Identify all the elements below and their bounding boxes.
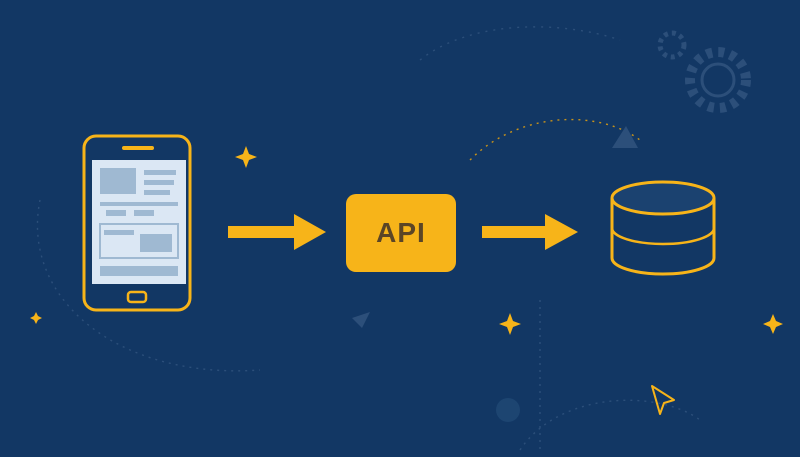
database-icon [610,180,716,276]
background-decor [36,26,701,451]
arrow-right-icon [482,214,578,250]
dotted-orbit-right [469,118,641,161]
dotted-orbit-bottom [519,399,701,451]
screen-ui-mock [99,168,179,276]
gear-small-icon [657,30,687,60]
sparkle-icon [763,314,783,334]
sparkle-icon [499,313,521,335]
sparkles [30,146,783,335]
smartphone-icon [82,134,192,312]
arrow-right-icon [228,214,326,250]
phone-top-notch [122,146,154,150]
sparkle-icon [235,146,257,168]
gear-icon [685,47,751,113]
api-box [346,194,456,272]
cursor-decor-icon [352,312,370,328]
sparkle-icon [30,312,42,324]
dotted-orbit-top [419,26,621,61]
phone-body [82,134,192,312]
cursor-icon [651,385,675,415]
phone-home-button [126,290,148,304]
triangle-icon [612,126,638,148]
dot-decor [496,398,520,422]
